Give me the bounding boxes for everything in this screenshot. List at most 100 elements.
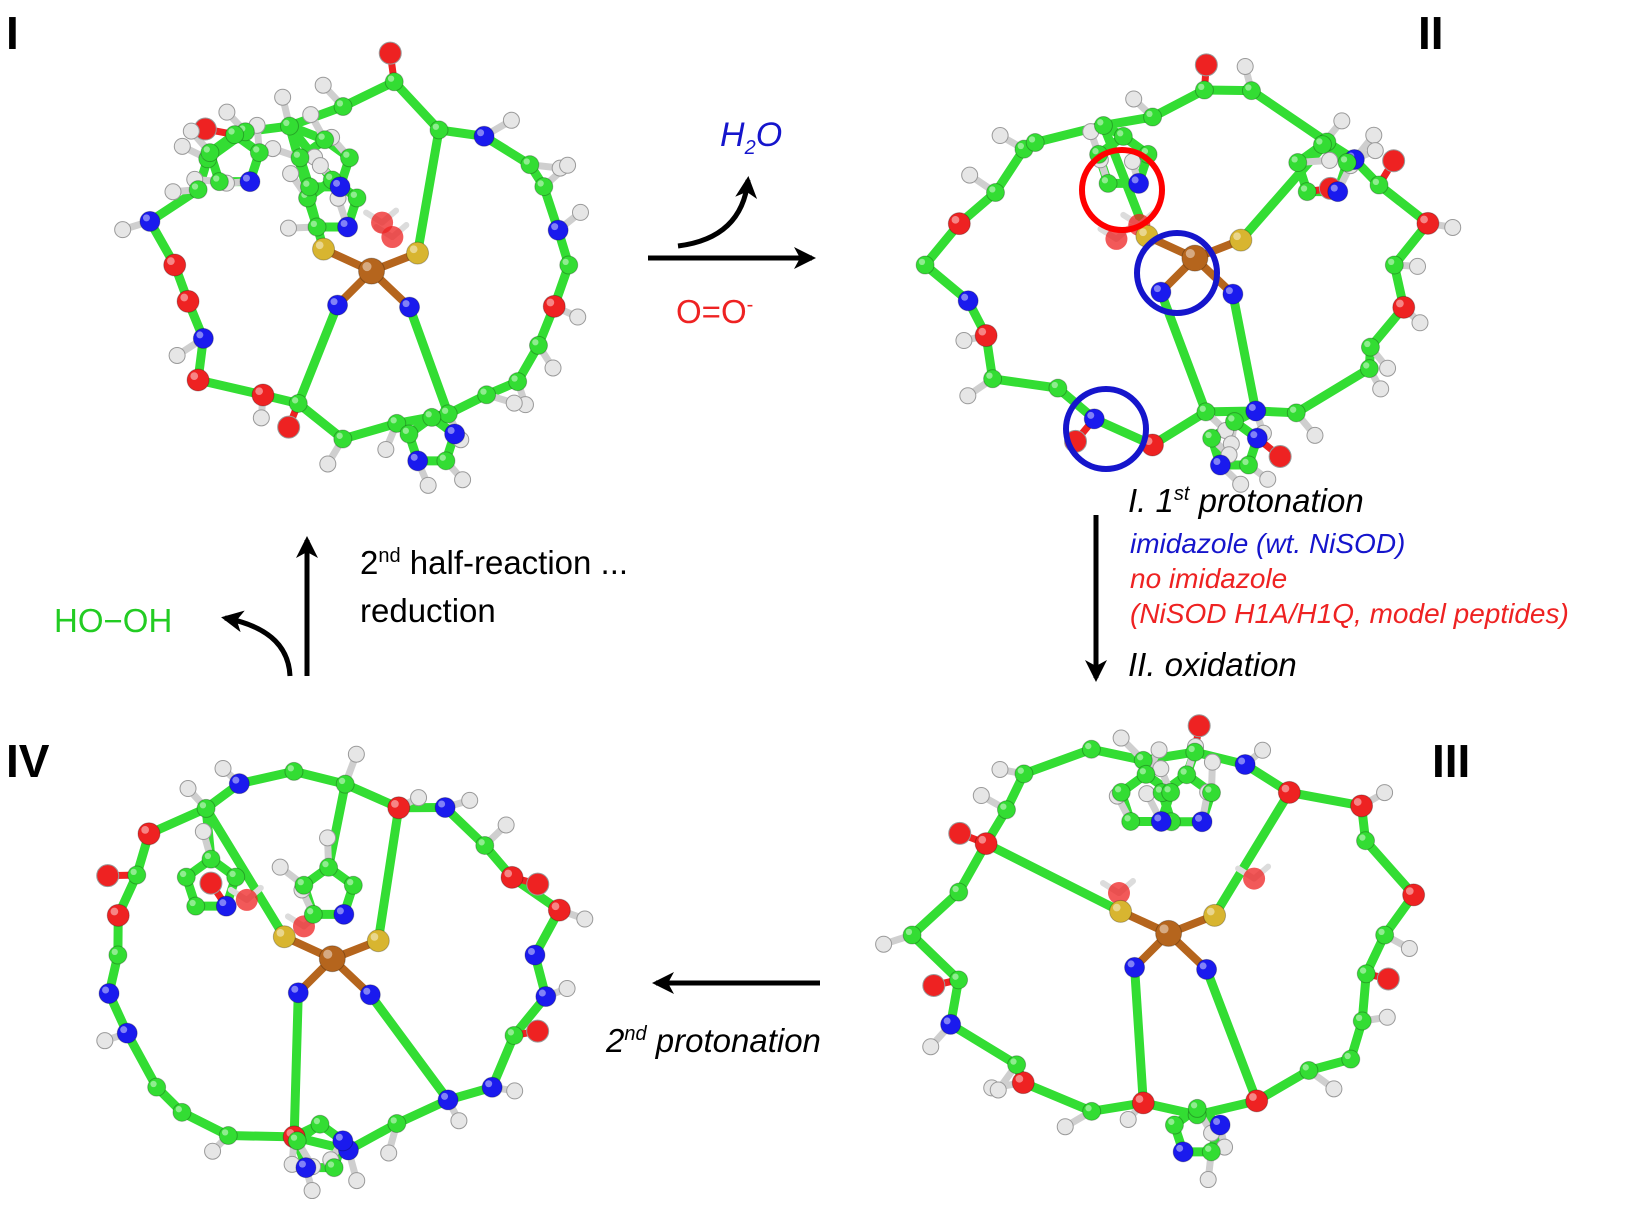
oxygen-atom (1277, 780, 1301, 804)
nitrogen-atom (1150, 810, 1172, 832)
atom-highlight (1097, 119, 1104, 126)
sulfur-atom (406, 241, 430, 265)
hydrogen-atom (1333, 112, 1351, 130)
oxygen-atom (176, 289, 200, 313)
hydrogen-atom (279, 219, 297, 237)
oxygen-atom (378, 41, 402, 65)
carbon-atom (284, 761, 304, 781)
hydrogen-atom (1400, 939, 1418, 957)
oxygen-atom (1350, 794, 1374, 818)
hydrogen-atom (559, 156, 577, 174)
oxygen-atom (948, 821, 972, 845)
hydrogen-atom (1125, 90, 1143, 108)
hydrogen-atom (314, 76, 332, 94)
hydrogen-atom (506, 1082, 524, 1100)
carbon-atom (1111, 782, 1131, 802)
atom-highlight (527, 948, 535, 955)
atom-highlight (546, 298, 555, 307)
atom-highlight (199, 802, 207, 809)
carbon-atom (985, 183, 1005, 203)
oxygen-atom (1382, 149, 1406, 173)
atom-highlight (1359, 967, 1367, 974)
atom-highlight (1213, 458, 1221, 466)
water-oxygen-atom (1107, 882, 1130, 905)
nitrogen-atom (1172, 1141, 1194, 1163)
hydrogen-atom (1378, 1008, 1396, 1026)
carbon-atom (333, 429, 353, 449)
nitrogen-atom (287, 982, 309, 1004)
carbon-atom (319, 857, 339, 877)
atom-highlight (310, 220, 317, 227)
hydrogen-atom (1325, 1080, 1343, 1098)
atom-highlight (1281, 784, 1290, 793)
atom-highlight (1363, 362, 1370, 369)
carbon-atom (475, 835, 495, 855)
atom-highlight (402, 300, 410, 308)
carbon-atom (108, 945, 128, 965)
state-label-iv: IV (6, 735, 50, 787)
nitrogen-atom (295, 1157, 317, 1179)
carbon-atom (1185, 742, 1205, 762)
atom-highlight (150, 1080, 157, 1088)
hydrogen-atom (972, 787, 990, 805)
carbon-atom (996, 800, 1016, 820)
highlight-circle-blue-upper (1134, 230, 1220, 316)
oxygen-atom (1268, 444, 1292, 468)
atom-highlight (1051, 381, 1058, 389)
nickel-atom (1155, 919, 1183, 947)
carbon-atom (1312, 135, 1332, 155)
sulfur-atom (1109, 899, 1133, 923)
oxygen-atom (500, 865, 524, 889)
atom-highlight (952, 885, 959, 893)
nitrogen-atom (1209, 454, 1231, 476)
atom-highlight (255, 387, 263, 396)
nitrogen-atom (116, 1022, 138, 1044)
carbon-atom (1177, 765, 1197, 785)
hydrogen-atom (194, 823, 212, 841)
nitrogen-atom (1191, 811, 1213, 833)
oxygen-atom (96, 864, 120, 888)
hydrogen-atom (168, 346, 186, 364)
atom-highlight (1164, 786, 1171, 793)
atom-highlight (978, 327, 987, 336)
atom-highlight (221, 1129, 229, 1136)
carbon-atom (307, 217, 327, 237)
atom-highlight (1372, 178, 1380, 186)
oxygen-atom (1011, 1071, 1035, 1095)
hydrogen-atom (1119, 1110, 1137, 1128)
atom-highlight (1388, 258, 1395, 265)
atom-highlight (253, 146, 260, 153)
step2-line5: II. oxidation (1128, 646, 1297, 683)
atom-highlight (1302, 1064, 1309, 1071)
hydrogen-atom (1411, 314, 1429, 332)
atom-highlight (111, 948, 118, 955)
atom-highlight (1159, 924, 1169, 934)
atom-highlight (480, 388, 487, 395)
atom-highlight (551, 902, 560, 911)
atom-highlight (1117, 130, 1124, 137)
carbon-atom (225, 125, 245, 145)
atom-highlight (1015, 1074, 1024, 1083)
hydrogen-atom (1409, 257, 1427, 275)
atom-highlight (1364, 340, 1371, 348)
carbon-atom (1048, 378, 1068, 398)
atom-highlight (511, 375, 518, 382)
atom-highlight (313, 1117, 321, 1125)
hydrogen-atom (1236, 57, 1254, 75)
atom-highlight (1291, 156, 1298, 163)
carbon-atom (1201, 783, 1221, 803)
sulfur-atom (1229, 228, 1253, 252)
atom-highlight (336, 907, 344, 915)
carbon-atom (1360, 337, 1380, 357)
carbon-atom (1164, 1115, 1184, 1135)
hydrogen-atom (218, 103, 236, 121)
atom-highlight (323, 949, 333, 959)
atom-highlight (141, 826, 149, 834)
carbon-atom (294, 875, 314, 895)
carbon-atom (1297, 182, 1317, 202)
carbon-atom (1098, 173, 1118, 193)
atom-highlight (307, 908, 314, 915)
atom-highlight (350, 191, 358, 198)
hydrogen-atom (497, 816, 515, 834)
atom-highlight (1176, 1144, 1184, 1152)
